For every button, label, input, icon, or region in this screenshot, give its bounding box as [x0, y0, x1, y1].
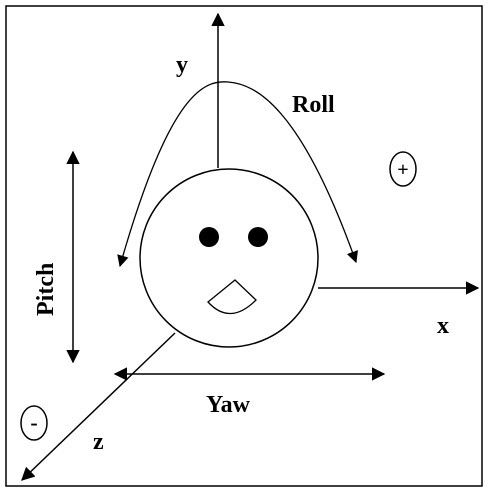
- yaw-label: Yaw: [206, 392, 251, 418]
- face-circle: [139, 168, 319, 348]
- left-eye: [199, 227, 219, 247]
- mouth-shape: [207, 279, 257, 315]
- roll-arrow: [117, 81, 358, 268]
- minus-sign-oval: [20, 405, 48, 441]
- minus-sign: -: [30, 410, 37, 435]
- pitch-label: Pitch: [33, 263, 59, 316]
- z-axis-label: z: [93, 429, 104, 455]
- diagram-frame: [5, 5, 483, 487]
- right-eye: [248, 227, 268, 247]
- roll-label: Roll: [292, 92, 335, 118]
- plus-sign-oval: [389, 151, 417, 187]
- z-axis-arrow: [21, 332, 176, 481]
- y-axis-label: y: [176, 52, 188, 78]
- x-axis-label: x: [437, 313, 449, 339]
- plus-sign: +: [397, 159, 408, 181]
